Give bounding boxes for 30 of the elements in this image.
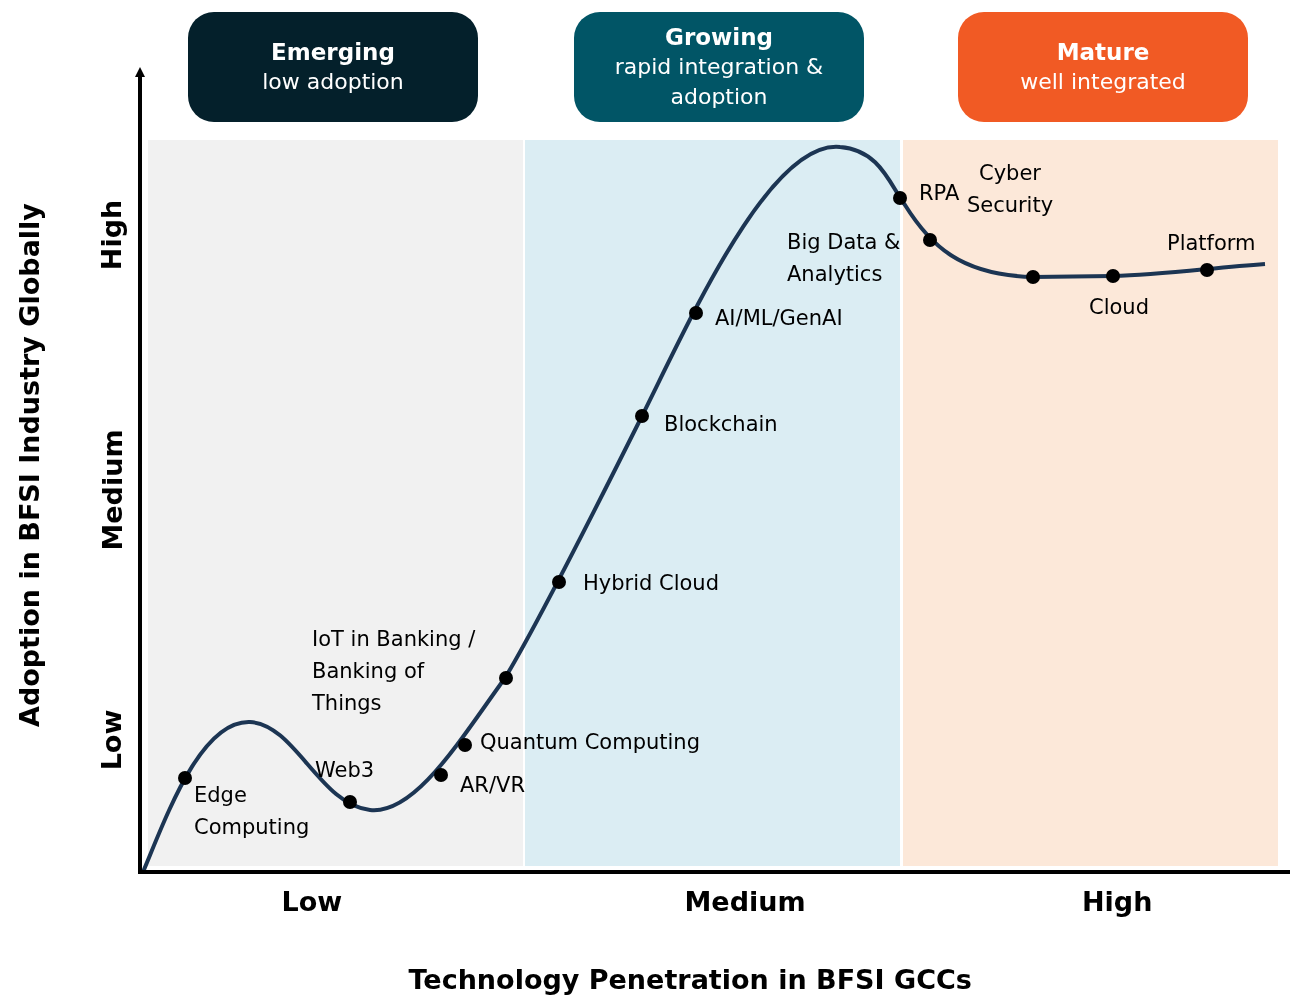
point-label: Edge Computing — [194, 782, 311, 841]
point-label: Big Data & Analytics — [787, 229, 902, 288]
point-label: Platform — [1167, 230, 1256, 257]
axis-title: Technology Penetration in BFSI GCCs — [408, 964, 972, 996]
phase-description: low adoption — [262, 68, 404, 96]
phase-description: well integrated — [1020, 68, 1186, 96]
point-label: AI/ML/GenAI — [715, 305, 843, 332]
axis-tick-label: Low — [95, 709, 128, 771]
phase-title: Mature — [1056, 38, 1150, 67]
phase-title: Emerging — [271, 38, 395, 67]
axis-tick-label: Medium — [96, 429, 129, 551]
point-label: Web3 — [315, 757, 375, 784]
axis-title: Adoption in BFSI Industry Globally — [14, 203, 46, 727]
axis-tick-label: High — [1082, 886, 1153, 918]
point-label: RPA — [919, 180, 960, 207]
point-label: Cyber Security — [965, 160, 1055, 219]
point-label: Hybrid Cloud — [583, 570, 719, 597]
point-label: AR/VR — [460, 772, 525, 799]
point-label: Blockchain — [664, 411, 778, 438]
point-label: Cloud — [1089, 294, 1149, 321]
axis-tick-label: High — [96, 199, 129, 271]
phase-header — [574, 12, 864, 122]
point-label: IoT in Banking / Banking of Things — [312, 626, 477, 717]
phase-header — [958, 12, 1248, 122]
axis-tick-label: Medium — [684, 886, 806, 918]
phase-header — [188, 12, 478, 122]
phase-title: Growing — [665, 23, 773, 52]
point-label: Quantum Computing — [480, 729, 700, 756]
phase-description: rapid integration & adoption — [613, 53, 825, 111]
axis-tick-label: Low — [281, 886, 343, 918]
